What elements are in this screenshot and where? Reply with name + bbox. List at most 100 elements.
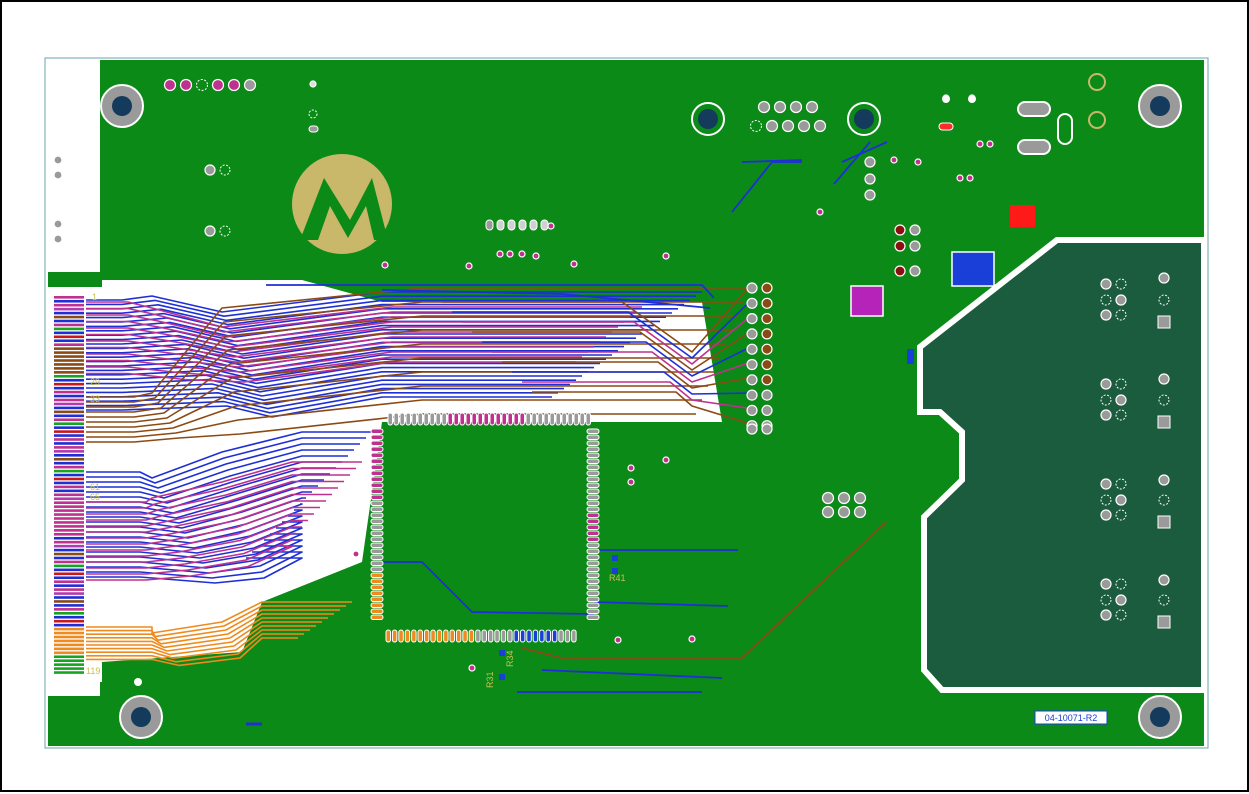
fanout-trace — [86, 303, 684, 326]
qfp-pad-bottom — [423, 629, 430, 643]
qfp-pad-right — [586, 578, 600, 584]
edge-finger — [54, 517, 84, 520]
via — [662, 456, 670, 464]
fanout-trace — [86, 301, 642, 328]
relay-pad — [1158, 574, 1170, 586]
fanout-trace — [86, 358, 606, 381]
relay-pad — [1115, 609, 1127, 621]
relay-pad — [1158, 394, 1170, 406]
fanout-trace — [86, 527, 303, 559]
qfp-pad-right — [586, 470, 600, 476]
header-pin — [746, 282, 758, 294]
top-trace — [741, 159, 803, 163]
via — [532, 252, 540, 260]
header-pin — [761, 343, 773, 355]
qfp-pad-right — [586, 614, 600, 620]
relay-pad — [1100, 278, 1112, 290]
qfp-pad-bottom — [385, 629, 391, 643]
edge-finger — [54, 667, 84, 670]
ic-magenta-package — [850, 285, 884, 317]
qfp-pad-bottom — [430, 629, 436, 643]
fanout-trace — [86, 521, 303, 554]
dsub-pin — [750, 120, 762, 132]
qfp-pad-top — [513, 412, 519, 426]
via — [614, 636, 622, 644]
ic-blue-package — [951, 251, 995, 287]
qfp-pad-top — [579, 412, 585, 426]
qfp-pad-bottom — [564, 629, 571, 643]
qfp-pad-top — [549, 412, 555, 426]
edge-finger — [54, 319, 84, 323]
via — [308, 109, 318, 119]
qfp-pad-top — [405, 412, 411, 426]
qfp-pad-right — [586, 464, 600, 470]
edge-finger — [54, 367, 84, 370]
fanout-trace — [86, 443, 360, 489]
relay-pad — [1100, 609, 1112, 621]
relay-pad — [1100, 309, 1112, 321]
via — [352, 550, 360, 558]
qfp-pad-right — [586, 458, 600, 464]
header-pin — [746, 358, 758, 371]
qfp-pad-top — [393, 412, 399, 426]
fanout-trace — [86, 532, 296, 569]
qfp-pad-left — [370, 578, 384, 584]
edge-finger — [54, 363, 84, 366]
edge-finger — [54, 552, 84, 556]
via — [986, 140, 994, 148]
long-trace — [266, 284, 715, 299]
signal-traces — [54, 141, 888, 726]
pad-col — [894, 265, 906, 277]
fanout-trace — [86, 351, 588, 373]
diagonal-trace — [521, 521, 887, 659]
via-white — [134, 678, 142, 686]
qfp-pad-left — [370, 506, 384, 512]
edge-finger — [54, 544, 84, 548]
qfp-pad-bottom — [475, 629, 481, 643]
edge-finger — [54, 339, 84, 343]
ring-pad-2 — [1088, 111, 1106, 129]
fanout-trace — [86, 346, 594, 368]
qfp-pad-right — [586, 440, 600, 446]
edge-finger — [54, 398, 84, 402]
pin-label-33: 33 — [90, 394, 100, 404]
qfp-pad-bottom — [526, 629, 532, 643]
fanout-trace — [86, 385, 708, 433]
relay-pad — [1115, 409, 1127, 421]
edge-finger — [54, 315, 84, 319]
fanout-trace — [86, 371, 714, 428]
long-trace — [382, 561, 595, 615]
dsub-pin — [805, 100, 819, 114]
qfp-pad-bottom — [507, 629, 513, 643]
relay-pad — [1115, 578, 1127, 590]
qfp-pad-top — [477, 412, 483, 426]
dsub-pin — [797, 119, 811, 133]
edge-finger — [54, 612, 84, 615]
edge-finger — [54, 469, 84, 473]
fanout-trace — [86, 314, 630, 338]
fanout-trace — [86, 629, 310, 660]
relay-pad — [1100, 294, 1112, 306]
edge-finger — [54, 548, 84, 552]
long-trace — [381, 289, 711, 309]
edge-connector-notch — [48, 140, 78, 260]
qfp-pad-left — [370, 548, 384, 554]
fanout-trace — [86, 473, 330, 514]
qfp-pad-top — [555, 412, 561, 426]
qfp-pad-top — [567, 412, 573, 426]
grid-pad — [853, 505, 867, 519]
qfp-pad-left — [370, 560, 384, 566]
qfp-pad-bottom — [539, 629, 545, 643]
qfp-pad-left — [370, 572, 384, 578]
relay-pad — [1115, 478, 1127, 490]
relay-pad — [1100, 494, 1112, 506]
qfp-pad-top — [483, 412, 489, 426]
qfp-pad-left — [370, 554, 384, 560]
fanout-trace — [86, 326, 618, 348]
header-pin-top — [211, 78, 225, 92]
fanout-trace — [86, 601, 352, 634]
qfp-pad-right — [586, 560, 600, 566]
qfp-pad-top — [543, 412, 549, 426]
edge-finger — [54, 513, 84, 516]
edge-finger — [54, 430, 84, 433]
